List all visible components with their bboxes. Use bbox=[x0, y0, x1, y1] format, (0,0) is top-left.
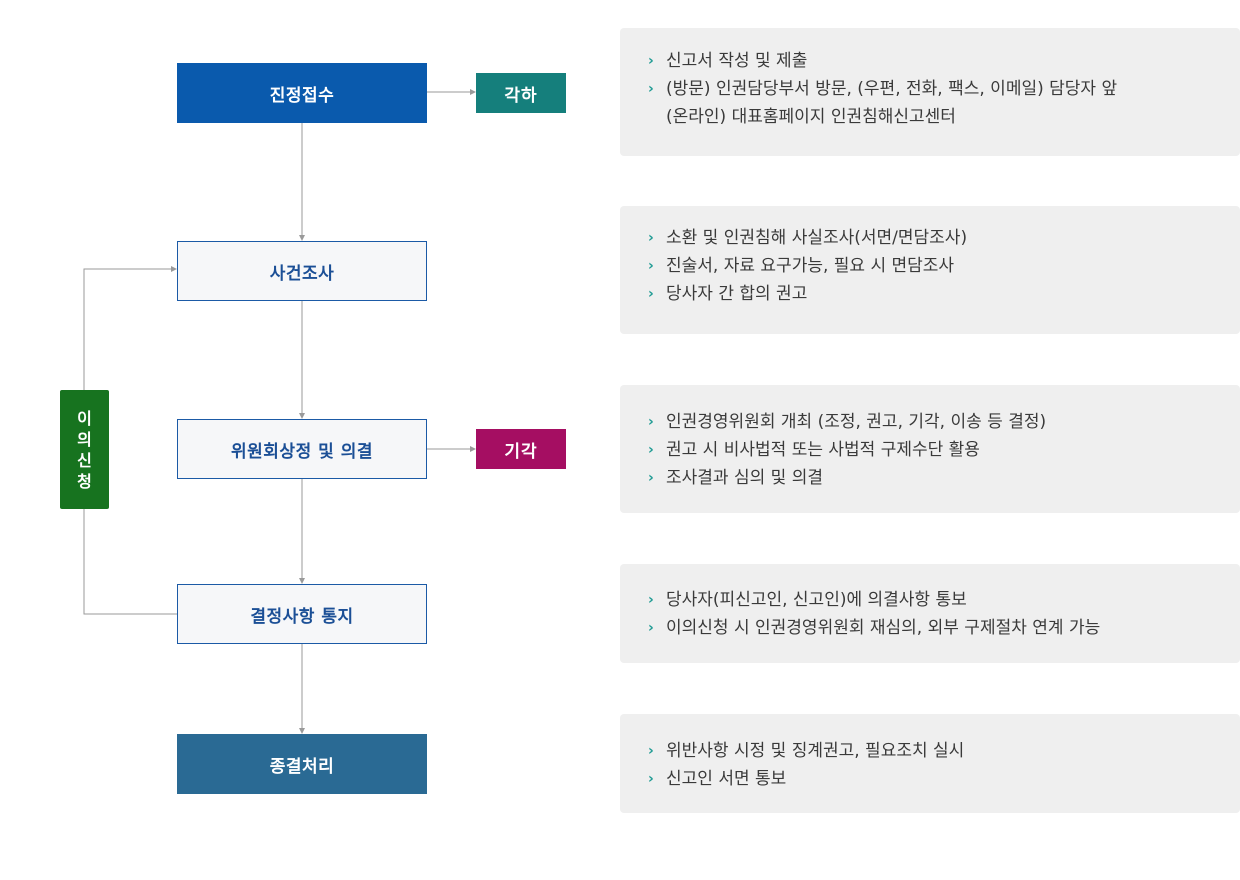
dismiss-tag: 각하 bbox=[476, 73, 566, 113]
appeal-badge: 이 의 신 청 bbox=[60, 390, 109, 509]
step-case-investigation: 사건조사 bbox=[177, 241, 427, 301]
chevron-right-icon: › bbox=[648, 470, 654, 486]
chevron-right-icon: › bbox=[648, 771, 654, 787]
description-panel-notice: › 당사자(피신고인, 신고인)에 의결사항 통보 › 이의신청 시 인권경영위… bbox=[620, 564, 1240, 663]
description-panel-committee: › 인권경영위원회 개최 (조정, 권고, 기각, 이송 등 결정) › 권고 … bbox=[620, 385, 1240, 513]
list-item: › 이의신청 시 인권경영위원회 재심의, 외부 구제절차 연계 가능 bbox=[648, 614, 1220, 642]
connector-appeal-loop-top bbox=[83, 266, 177, 390]
list-item: › 당사자 간 합의 권고 bbox=[648, 280, 1220, 308]
list-item: › 조사결과 심의 및 의결 bbox=[648, 464, 1220, 492]
list-item: › 위반사항 시정 및 징계권고, 필요조치 실시 bbox=[648, 737, 1220, 765]
list-item-text: 당사자 간 합의 권고 bbox=[666, 284, 808, 304]
list-item: › 당사자(피신고인, 신고인)에 의결사항 통보 bbox=[648, 586, 1220, 614]
list-item-text: 인권경영위원회 개최 (조정, 권고, 기각, 이송 등 결정) bbox=[666, 412, 1047, 432]
list-item-text: 당사자(피신고인, 신고인)에 의결사항 통보 bbox=[666, 590, 967, 610]
chevron-right-icon: › bbox=[648, 620, 654, 636]
appeal-char: 의 bbox=[77, 429, 92, 449]
connector-appeal-loop-bottom bbox=[83, 509, 177, 615]
chevron-right-icon: › bbox=[648, 442, 654, 458]
list-item-text: 신고서 작성 및 제출 bbox=[666, 51, 808, 71]
step-committee-decision: 위원회상정 및 의결 bbox=[177, 419, 427, 479]
list-item: › 소환 및 인권침해 사실조사(서면/면담조사) bbox=[648, 224, 1220, 252]
list-item-text: 진술서, 자료 요구가능, 필요 시 면담조사 bbox=[666, 256, 955, 276]
list-item-text: 신고인 서면 통보 bbox=[666, 769, 787, 789]
reject-tag: 기각 bbox=[476, 429, 566, 469]
list-item: › 인권경영위원회 개최 (조정, 권고, 기각, 이송 등 결정) bbox=[648, 408, 1220, 436]
list-item-text: 이의신청 시 인권경영위원회 재심의, 외부 구제절차 연계 가능 bbox=[666, 618, 1101, 638]
description-panel-investigation: › 소환 및 인권침해 사실조사(서면/면담조사) › 진술서, 자료 요구가능… bbox=[620, 206, 1240, 334]
list-item-text: (방문) 인권담당부서 방문, (우편, 전화, 팩스, 이메일) 담당자 앞 bbox=[666, 79, 1118, 99]
step-case-closure: 종결처리 bbox=[177, 734, 427, 794]
appeal-char: 이 bbox=[77, 408, 92, 428]
description-panel-receive: › 신고서 작성 및 제출 › (방문) 인권담당부서 방문, (우편, 전화,… bbox=[620, 28, 1240, 156]
chevron-right-icon: › bbox=[648, 414, 654, 430]
list-item: › 신고서 작성 및 제출 bbox=[648, 47, 1220, 75]
chevron-right-icon: › bbox=[648, 592, 654, 608]
list-item: › 신고인 서면 통보 bbox=[648, 765, 1220, 793]
list-item-text: 위반사항 시정 및 징계권고, 필요조치 실시 bbox=[666, 741, 965, 761]
list-item-text: 조사결과 심의 및 의결 bbox=[666, 468, 823, 488]
chevron-right-icon: › bbox=[648, 81, 654, 97]
chevron-right-icon: › bbox=[648, 258, 654, 274]
chevron-right-icon: › bbox=[648, 286, 654, 302]
chevron-right-icon: › bbox=[648, 230, 654, 246]
list-item-text: 권고 시 비사법적 또는 사법적 구제수단 활용 bbox=[666, 440, 980, 460]
list-item: › 권고 시 비사법적 또는 사법적 구제수단 활용 bbox=[648, 436, 1220, 464]
appeal-char: 신 bbox=[77, 450, 92, 470]
description-panel-closure: › 위반사항 시정 및 징계권고, 필요조치 실시 › 신고인 서면 통보 bbox=[620, 714, 1240, 813]
list-item: › 진술서, 자료 요구가능, 필요 시 면담조사 bbox=[648, 252, 1220, 280]
appeal-char: 청 bbox=[77, 471, 92, 491]
step-receive-complaint: 진정접수 bbox=[177, 63, 427, 123]
chevron-right-icon: › bbox=[648, 53, 654, 69]
list-item: › (방문) 인권담당부서 방문, (우편, 전화, 팩스, 이메일) 담당자 … bbox=[648, 75, 1220, 103]
list-item-text: 소환 및 인권침해 사실조사(서면/면담조사) bbox=[666, 228, 968, 248]
step-decision-notice: 결정사항 통지 bbox=[177, 584, 427, 644]
list-item-continuation: (온라인) 대표홈페이지 인권침해신고센터 bbox=[666, 107, 956, 127]
chevron-right-icon: › bbox=[648, 743, 654, 759]
